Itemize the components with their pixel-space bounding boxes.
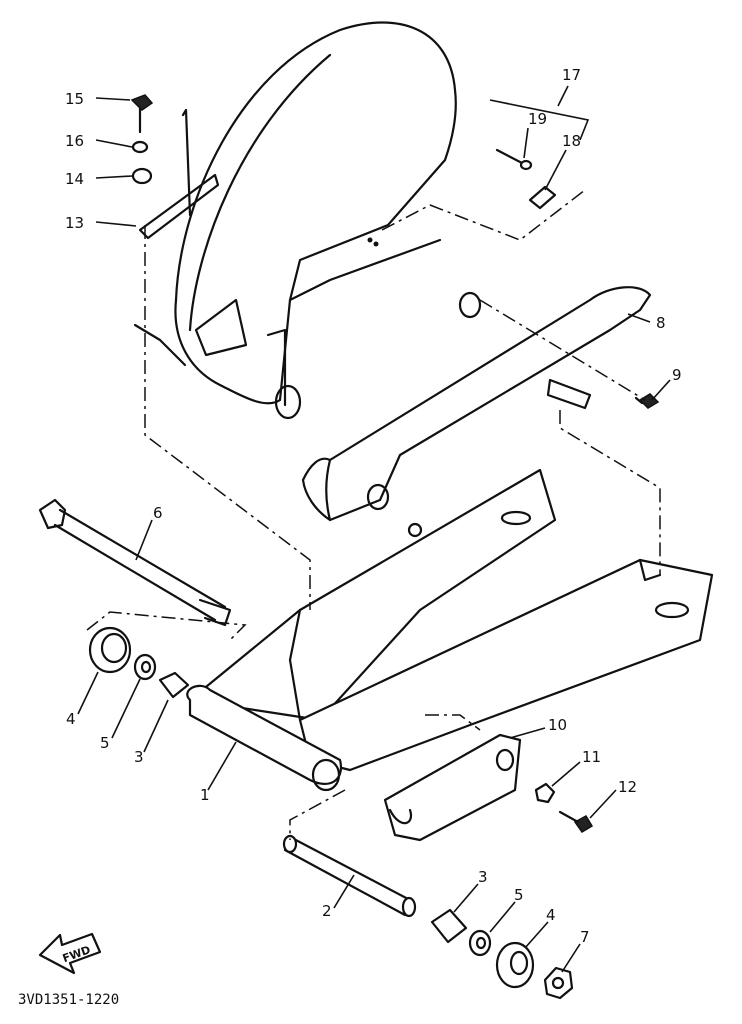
callout-15[interactable]: 15: [65, 90, 84, 108]
callout-9[interactable]: 9: [672, 366, 682, 384]
callout-1[interactable]: 1: [200, 786, 210, 804]
callout-4b[interactable]: 4: [546, 906, 556, 924]
diagram-code: 3VD1351-1220: [18, 992, 119, 1008]
clip-18[interactable]: [528, 185, 557, 210]
callout-10[interactable]: 10: [548, 716, 567, 734]
pivot-shaft-2[interactable]: [282, 834, 417, 918]
oil-seal-4b[interactable]: [495, 941, 535, 989]
rivet-19[interactable]: [495, 148, 533, 171]
callout-17[interactable]: 17: [562, 66, 581, 84]
callout-12[interactable]: 12: [618, 778, 637, 796]
nut-11[interactable]: [534, 782, 556, 804]
callout-numbers: 15 16 14 13 17 19 18 8 9 6 4 5 3 1 10 11…: [65, 66, 682, 946]
callout-leaders: [77, 85, 671, 973]
rear-fender[interactable]: [174, 21, 457, 420]
swingarm-1[interactable]: [186, 468, 714, 792]
brake-bracket-10[interactable]: [383, 733, 522, 842]
bolt-15[interactable]: [130, 94, 154, 134]
washer-5b[interactable]: [468, 929, 492, 957]
collar-14[interactable]: [131, 167, 153, 185]
bolt-12[interactable]: [558, 810, 594, 834]
callout-11[interactable]: 11: [582, 748, 601, 766]
washer-16[interactable]: [131, 140, 149, 154]
bushing-3a[interactable]: [158, 671, 190, 699]
callout-2[interactable]: 2: [322, 902, 332, 920]
callout-4a[interactable]: 4: [66, 710, 76, 728]
callout-14[interactable]: 14: [65, 170, 84, 188]
chain-guard-8[interactable]: [301, 286, 652, 522]
oil-seal-4a[interactable]: [88, 626, 132, 674]
callout-5b[interactable]: 5: [514, 886, 524, 904]
callout-6[interactable]: 6: [153, 504, 163, 522]
callout-3b[interactable]: 3: [478, 868, 488, 886]
pivot-shaft-6[interactable]: [38, 498, 232, 627]
assembly-center-lines: [86, 189, 661, 840]
callout-18[interactable]: 18: [562, 132, 581, 150]
nut-7[interactable]: [543, 966, 574, 1000]
callout-13[interactable]: 13: [65, 214, 84, 232]
callout-16[interactable]: 16: [65, 132, 84, 150]
callout-3a[interactable]: 3: [134, 748, 144, 766]
callout-7[interactable]: 7: [580, 928, 590, 946]
washer-5a[interactable]: [133, 653, 157, 681]
fwd-arrow-icon: FWD: [38, 932, 102, 975]
bushing-3b[interactable]: [430, 908, 468, 944]
callout-5a[interactable]: 5: [100, 734, 110, 752]
callout-8[interactable]: 8: [656, 314, 666, 332]
callout-19[interactable]: 19: [528, 110, 547, 128]
